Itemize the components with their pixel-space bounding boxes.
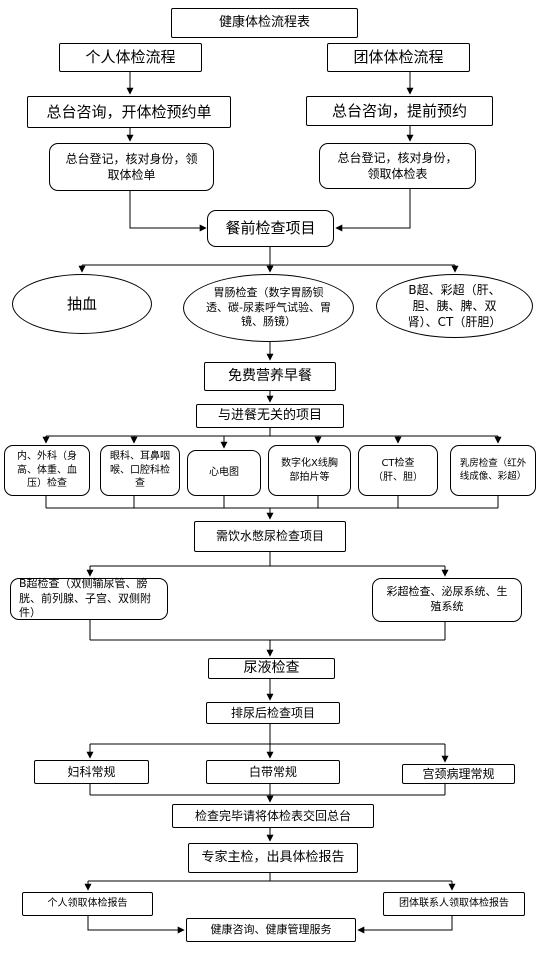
connector [87, 916, 185, 934]
urine-test-box: 尿液检查 [208, 658, 335, 679]
gastro-exam-ellipse: 胃肠检查（数字胃肠钡透、碳-尿素呼气试验、胃镜、肠镜） [183, 274, 354, 342]
xray-box: 数字化X线胸部拍片等 [268, 445, 351, 496]
connector [357, 916, 453, 934]
cervical-box: 宫颈病理常规 [402, 764, 515, 784]
individual-flow-box: 个人体检流程 [59, 43, 202, 72]
ent-box: 眼科、耳鼻咽喉、口腔科检查 [100, 445, 180, 496]
group-flow-box: 团体体检流程 [327, 43, 470, 72]
page-title: 健康体检流程表 [171, 8, 358, 38]
group-consult-box: 总台咨询，提前预约 [306, 96, 493, 126]
ecg-box: 心电图 [187, 450, 261, 496]
health-service-box: 健康咨询、健康管理服务 [186, 918, 356, 942]
bus-exam-box: B超检查（双侧输尿管、膀胱、前列腺、子宫、双侧附件） [10, 577, 168, 620]
group-register-box: 总台登记，核对身份，领取体检表 [319, 143, 476, 189]
post-urine-box: 排尿后检查项目 [206, 702, 340, 724]
connector [129, 191, 207, 232]
color-us-box: 彩超检查、泌尿系统、生殖系统 [372, 578, 522, 622]
pre-meal-box: 餐前检查项目 [207, 210, 334, 247]
connector [335, 189, 411, 232]
leukorrhea-box: 白带常规 [206, 760, 340, 784]
group-report-box: 团体联系人领取体检报告 [383, 892, 525, 916]
individual-report-box: 个人领取体检报告 [22, 892, 153, 916]
gynecology-box: 妇科常规 [34, 760, 149, 784]
internal-surgery-box: 内、外科（身高、体重、血压）检查 [4, 445, 90, 496]
individual-consult-box: 总台咨询，开体检预约单 [27, 96, 231, 128]
blood-test-ellipse: 抽血 [12, 274, 152, 334]
ct-box: CT检查（肝、胆） [358, 445, 438, 496]
non-meal-box: 与进餐无关的项目 [196, 404, 344, 428]
breakfast-box: 免费营养早餐 [204, 362, 336, 391]
ultrasound-ellipse: B超、彩超（肝、胆、胰、脾、双肾）、CT（肝胆） [376, 274, 533, 338]
return-form-box: 检查完毕请将体检表交回总台 [172, 804, 374, 828]
water-items-box: 需饮水憋尿检查项目 [194, 521, 346, 552]
breast-exam-box: 乳房检查（红外线成像、彩超） [450, 445, 536, 496]
individual-register-box: 总台登记，核对身份，领取体检单 [49, 143, 214, 191]
expert-review-box: 专家主检，出具体检报告 [188, 843, 358, 873]
